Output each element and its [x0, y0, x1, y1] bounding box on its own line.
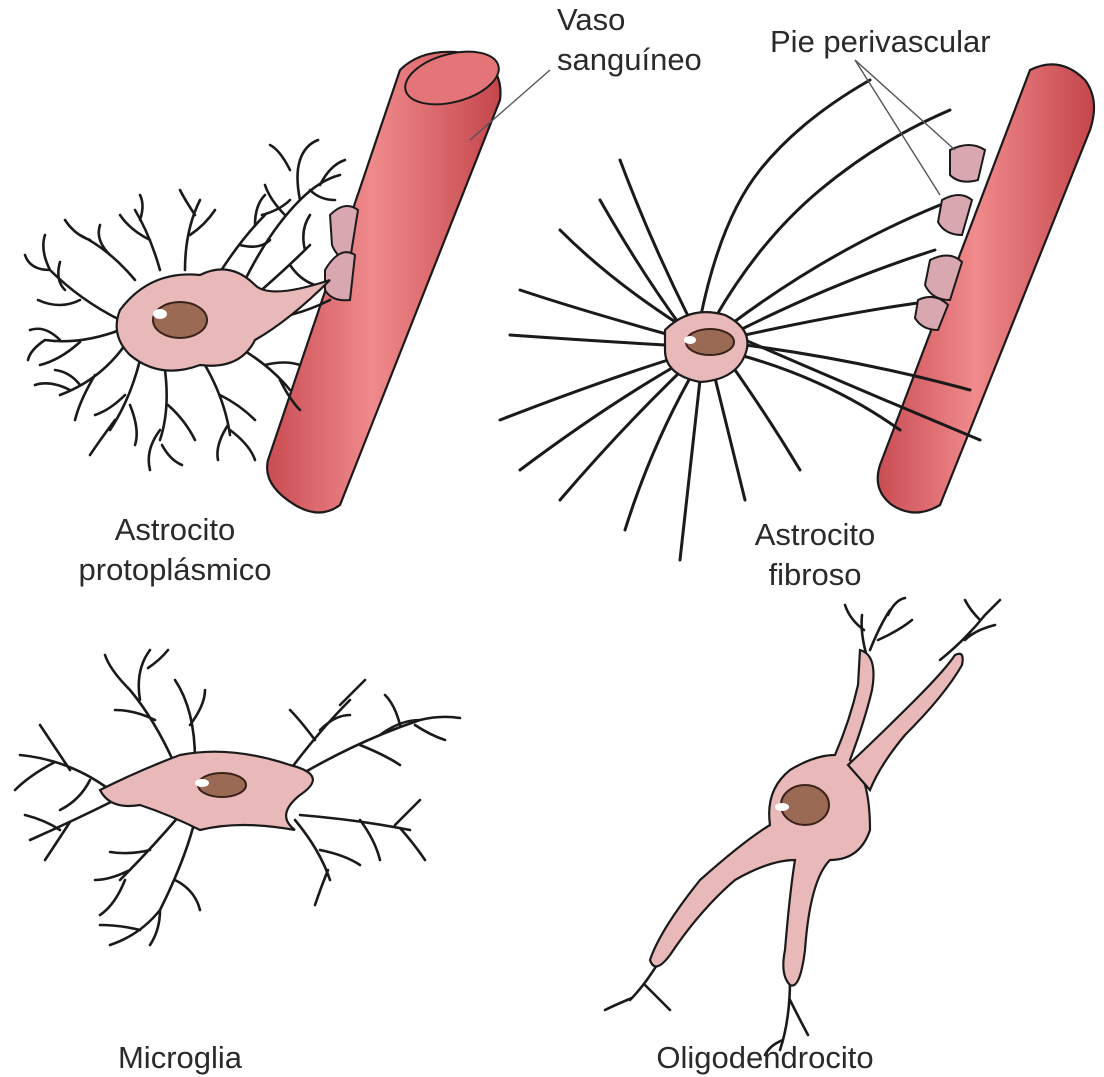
blood-vessel-right	[878, 64, 1094, 512]
oligodendrocyte	[605, 598, 1000, 1055]
label-microglia: Microglia	[118, 1040, 243, 1075]
label-astrocito-fibroso-line2: fibroso	[768, 557, 861, 592]
label-vaso-line1: Vaso	[557, 2, 625, 37]
leader-pie-1	[855, 60, 955, 150]
label-pie-perivascular: Pie perivascular	[770, 24, 991, 59]
label-vaso-line2: sanguíneo	[557, 42, 702, 77]
label-astrocito-protoplasmico-line2: protoplásmico	[79, 552, 272, 587]
label-astrocito-protoplasmico-line1: Astrocito	[115, 512, 236, 547]
label-oligodendrocito: Oligodendrocito	[656, 1040, 873, 1075]
leader-pie-2	[855, 60, 940, 195]
label-astrocito-fibroso-line1: Astrocito	[755, 517, 876, 552]
microglia	[15, 650, 460, 945]
